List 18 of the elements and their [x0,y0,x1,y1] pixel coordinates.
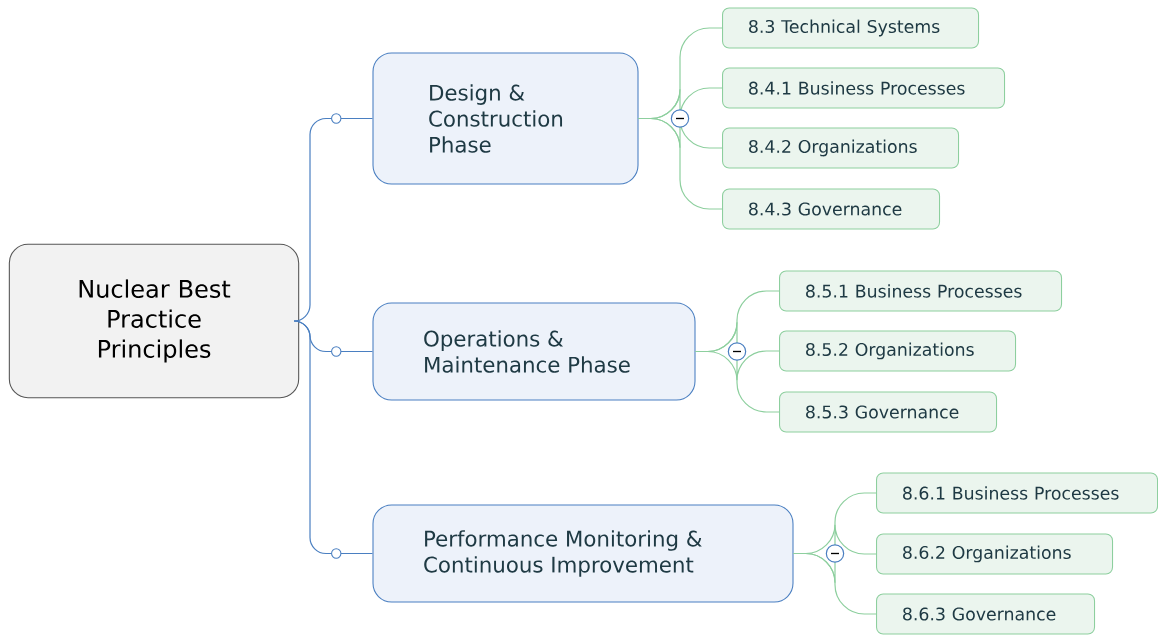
topic-box: Performance Monitoring & Continuous Improvement [372,504,794,603]
subtopic-box: 8.4.3 Governance [722,188,941,230]
subtopic-box: 8.6.2 Organizations [876,533,1114,575]
topic-box: Operations & Maintenance Phase [372,302,696,401]
root-topic-box: Nuclear Best Practice Principles [8,243,300,399]
subtopic-box: 8.5.1 Business Processes [779,270,1063,312]
subtopic-box: 8.5.3 Governance [779,391,998,433]
topic-box: Design & Construction Phase [372,52,639,185]
subtopic-box: 8.4.1 Business Processes [722,67,1006,109]
subtopic-box: 8.6.3 Governance [876,593,1096,635]
subtopic-box: 8.5.2 Organizations [779,330,1017,372]
subtopic-box: 8.3 Technical Systems [722,7,980,49]
connector-line [637,117,723,210]
subtopic-box: 8.6.1 Business Processes [876,472,1158,514]
connector-line [694,350,780,413]
connector-line [293,320,374,559]
subtopic-box: 8.4.2 Organizations [722,127,960,169]
connector-line [792,552,877,615]
